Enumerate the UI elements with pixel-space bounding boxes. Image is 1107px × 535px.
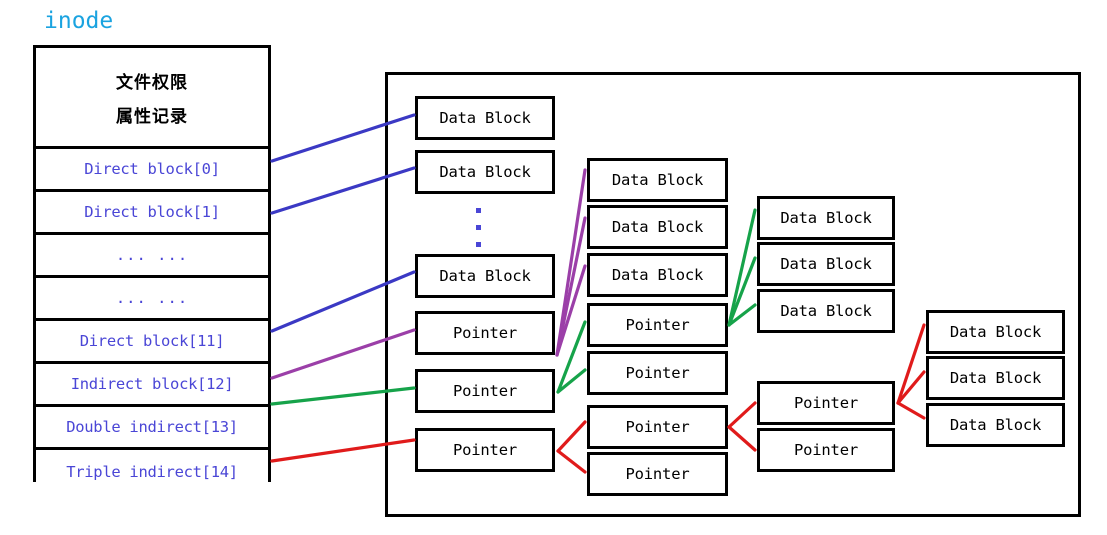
col1-pointer-triple[interactable]: Pointer	[415, 428, 555, 472]
col1-data-block-1[interactable]: Data Block	[415, 96, 555, 140]
inode-slot-label: Triple indirect[14]	[66, 462, 238, 481]
inode-slot-ellipsis-1: ... ...	[36, 235, 268, 278]
col4-data-block-3[interactable]: Data Block	[926, 403, 1065, 447]
inode-header-line1: 文件权限	[116, 72, 188, 93]
inode-slot-label: ... ...	[115, 246, 189, 264]
inode-slot-triple-indirect-14[interactable]: Triple indirect[14]	[36, 450, 268, 493]
col2-data-block-2[interactable]: Data Block	[587, 205, 728, 249]
col2-pointer-1[interactable]: Pointer	[587, 303, 728, 347]
inode-slot-direct-0[interactable]: Direct block[0]	[36, 149, 268, 192]
inode-slot-ellipsis-2: ... ...	[36, 278, 268, 321]
col3-data-block-3[interactable]: Data Block	[757, 289, 895, 333]
inode-slot-label: Direct block[1]	[84, 203, 220, 221]
inode-table: 文件权限 属性记录 Direct block[0] Direct block[1…	[33, 45, 271, 493]
inode-slot-direct-1[interactable]: Direct block[1]	[36, 192, 268, 235]
inode-slot-label: Direct block[11]	[79, 332, 225, 350]
col3-pointer-1[interactable]: Pointer	[757, 381, 895, 425]
col4-data-block-2[interactable]: Data Block	[926, 356, 1065, 400]
col1-pointer-double[interactable]: Pointer	[415, 369, 555, 413]
col2-pointer-3[interactable]: Pointer	[587, 405, 728, 449]
col1-pointer-indirect[interactable]: Pointer	[415, 311, 555, 355]
inode-header-line2: 属性记录	[116, 106, 188, 127]
inode-slot-label: Direct block[0]	[84, 160, 220, 178]
col2-pointer-2[interactable]: Pointer	[587, 351, 728, 395]
col2-pointer-4[interactable]: Pointer	[587, 452, 728, 496]
inode-slot-direct-11[interactable]: Direct block[11]	[36, 321, 268, 364]
col1-data-block-2[interactable]: Data Block	[415, 150, 555, 194]
col3-pointer-2[interactable]: Pointer	[757, 428, 895, 472]
inode-slot-label: Indirect block[12]	[70, 375, 234, 393]
col3-data-block-1[interactable]: Data Block	[757, 196, 895, 240]
col2-data-block-3[interactable]: Data Block	[587, 253, 728, 297]
inode-header-cell: 文件权限 属性记录	[36, 48, 268, 149]
col1-data-block-3[interactable]: Data Block	[415, 254, 555, 298]
page-title: inode	[44, 8, 114, 34]
inode-slot-label: ... ...	[115, 289, 189, 307]
inode-slot-indirect-12[interactable]: Indirect block[12]	[36, 364, 268, 407]
inode-slot-double-indirect-13[interactable]: Double indirect[13]	[36, 407, 268, 450]
inode-slot-label: Double indirect[13]	[66, 418, 238, 436]
col4-data-block-1[interactable]: Data Block	[926, 310, 1065, 354]
col2-data-block-1[interactable]: Data Block	[587, 158, 728, 202]
col3-data-block-2[interactable]: Data Block	[757, 242, 895, 286]
col1-vertical-ellipsis-icon	[476, 208, 482, 250]
